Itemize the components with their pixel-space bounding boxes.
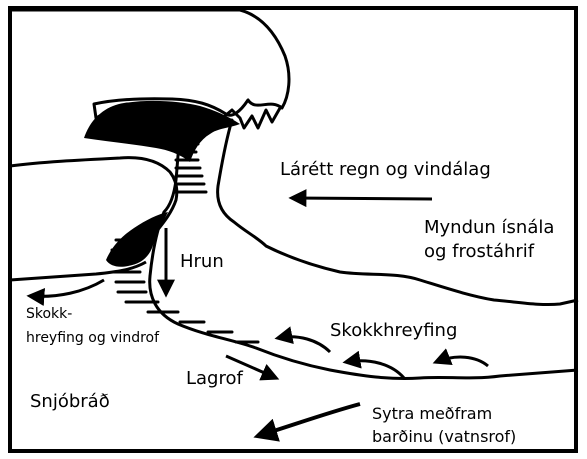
creep-arrow-1 xyxy=(278,337,330,352)
label-flow-left-line2: hreyfing og vindrof xyxy=(26,330,159,346)
label-wind: Lárétt regn og vindálag xyxy=(280,160,491,181)
label-flow-left-line1: Skokk- xyxy=(26,306,72,322)
label-seepage-line1: Sytra meðfram xyxy=(372,405,492,423)
wall-face-right xyxy=(218,120,266,246)
label-layer: Lagrof xyxy=(186,369,243,390)
seepage-arrow xyxy=(258,404,360,436)
left-flow-arrow xyxy=(30,280,104,296)
label-snowmelt: Snjóbráð xyxy=(30,392,110,413)
wind-arrow xyxy=(292,198,432,199)
label-ice-line1: Myndun ísnála xyxy=(424,218,554,239)
label-collapse: Hrun xyxy=(180,252,224,273)
label-flow-right: Skokkhreyfing xyxy=(330,321,457,342)
creep-arrow-3 xyxy=(436,357,488,366)
label-ice-line2: og frostáhrif xyxy=(424,242,534,263)
label-seepage-line2: barðinu (vatnsrof) xyxy=(372,428,516,446)
